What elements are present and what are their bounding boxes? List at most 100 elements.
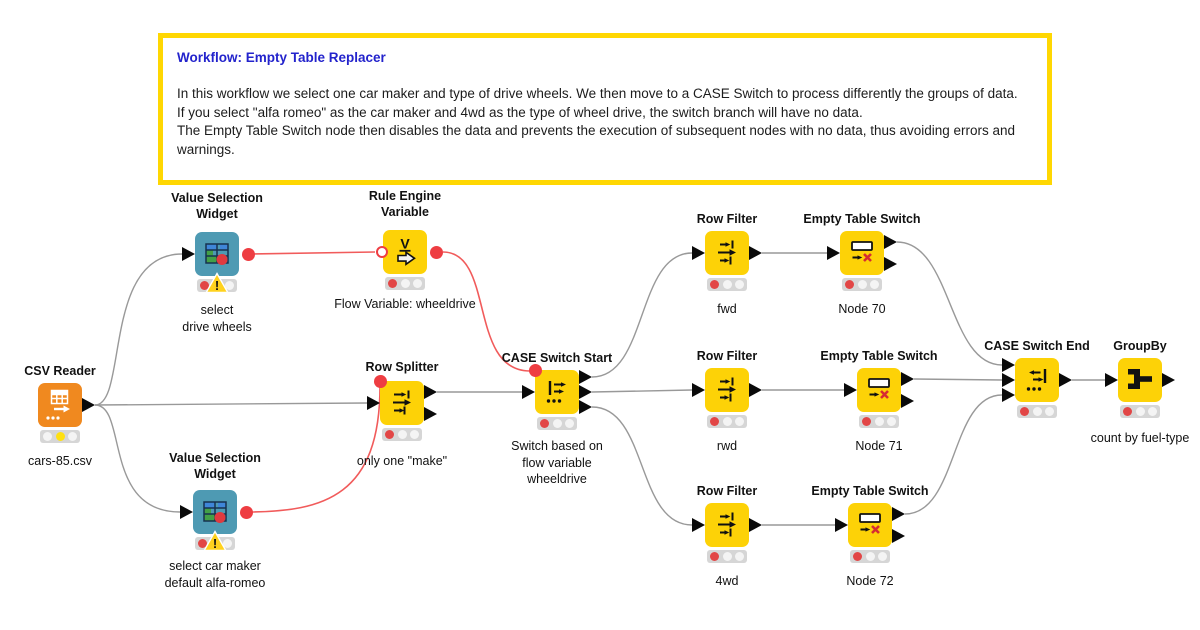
node-title: Row Filter: [696, 484, 758, 498]
output-port[interactable]: [1162, 373, 1175, 387]
flow-variable-output-port[interactable]: [240, 505, 253, 519]
output-port-case-0[interactable]: [579, 370, 592, 384]
input-port[interactable]: [844, 383, 857, 397]
output-port-active[interactable]: [901, 372, 914, 386]
flow-variable-output-port[interactable]: [242, 247, 255, 261]
row-filter-icon[interactable]: [705, 368, 749, 412]
rule-engine-variable-icon[interactable]: V: [383, 230, 427, 274]
flow-variable-input-port[interactable]: [374, 375, 387, 388]
row-filter-icon[interactable]: [705, 503, 749, 547]
fv-connection-vsw-bottom-to-splitter[interactable]: [246, 385, 381, 513]
output-port-active[interactable]: [884, 235, 897, 249]
row-filter-icon[interactable]: [705, 231, 749, 275]
input-port[interactable]: [522, 385, 535, 399]
input-port-case-1[interactable]: [1002, 373, 1015, 387]
node-label: select car maker default alfa-romeo: [164, 559, 266, 590]
input-port[interactable]: [827, 246, 840, 260]
node-rule-engine-variable[interactable]: Rule Engine Variable V Flow Variable: wh…: [334, 189, 476, 311]
node-empty-table-switch-72[interactable]: Empty Table Switch Node 72: [811, 484, 928, 588]
input-port[interactable]: [182, 247, 195, 261]
node-row-filter-fwd[interactable]: Row Filter fwd: [692, 212, 762, 316]
input-port[interactable]: [835, 518, 848, 532]
empty-table-x-icon: [859, 513, 881, 534]
svg-text:!: !: [213, 536, 217, 551]
row-splitter-icon[interactable]: [380, 381, 424, 425]
node-row-filter-4wd[interactable]: Row Filter 4wd: [692, 484, 762, 588]
output-port-case-1[interactable]: [579, 385, 592, 399]
node-empty-table-switch-71[interactable]: Empty Table Switch Node 71: [820, 349, 937, 453]
node-title: Value Selection Widget: [171, 191, 263, 221]
node-row-splitter[interactable]: Row Splitter only one "make": [357, 360, 447, 468]
input-port[interactable]: [692, 383, 705, 397]
node-row-filter-rwd[interactable]: Row Filter rwd: [692, 349, 762, 453]
output-port-inactive[interactable]: [884, 257, 897, 271]
node-value-selection-widget-top[interactable]: Value Selection Widget !: [171, 191, 263, 334]
connection-csv-to-vsw-top[interactable]: [94, 253, 183, 406]
status-traffic-light: [859, 415, 899, 428]
output-port[interactable]: [749, 383, 762, 397]
input-port[interactable]: [1105, 373, 1118, 387]
flow-variable-input-port[interactable]: [529, 364, 542, 377]
connection-case-start-to-rf-4wd[interactable]: [591, 406, 693, 526]
node-title: Row Filter: [696, 349, 758, 363]
workflow-annotation: Workflow: Empty Table Replacer In this w…: [158, 33, 1052, 185]
node-case-switch-start[interactable]: CASE Switch Start Switch based on flow v…: [502, 351, 612, 486]
node-title: CASE Switch Start: [501, 351, 613, 365]
connection-ets71-to-case-end[interactable]: [913, 378, 1003, 381]
case-switch-end-icon[interactable]: [1015, 358, 1059, 402]
connection-csv-to-row-splitter[interactable]: [94, 402, 368, 406]
case-switch-start-icon[interactable]: [535, 370, 579, 414]
empty-table-switch-icon[interactable]: [840, 231, 884, 275]
input-port[interactable]: [180, 505, 193, 519]
status-traffic-light: [842, 278, 882, 291]
output-port-active[interactable]: [892, 507, 905, 521]
value-selection-widget-icon[interactable]: [193, 490, 237, 534]
connection-ets72-to-case-end[interactable]: [904, 394, 1003, 515]
fv-connection-vsw-top-to-rev[interactable]: [248, 251, 376, 255]
output-port[interactable]: [1059, 373, 1072, 387]
node-csv-reader[interactable]: CSV Reader cars-85.csv: [24, 364, 96, 468]
table-file-icon: [46, 389, 70, 420]
svg-text:V: V: [400, 236, 410, 252]
output-port[interactable]: [749, 246, 762, 260]
groupby-icon[interactable]: [1118, 358, 1162, 402]
flow-variable-input-port[interactable]: [376, 245, 388, 258]
connection-csv-to-vsw-bottom[interactable]: [94, 404, 181, 513]
input-port[interactable]: [367, 396, 380, 410]
connection-case-start-to-rf-fwd[interactable]: [591, 252, 693, 378]
output-port-inactive[interactable]: [901, 394, 914, 408]
status-traffic-light: [707, 415, 747, 428]
output-port-inactive[interactable]: [892, 529, 905, 543]
node-empty-table-switch-70[interactable]: Empty Table Switch Node 70: [803, 212, 920, 316]
node-label: Node 71: [855, 439, 903, 453]
svg-text:!: !: [215, 278, 219, 293]
empty-table-switch-icon[interactable]: [857, 368, 901, 412]
output-port-matches[interactable]: [424, 385, 437, 399]
node-case-switch-end[interactable]: CASE Switch End: [984, 339, 1090, 418]
output-port[interactable]: [82, 398, 95, 412]
flow-variable-output-port[interactable]: [430, 245, 443, 259]
filter-arrows-icon: [718, 512, 736, 537]
node-groupby[interactable]: GroupBy count by fuel-type: [1091, 339, 1190, 445]
output-port-case-2[interactable]: [579, 400, 592, 414]
input-port[interactable]: [692, 246, 705, 260]
value-selection-widget-icon[interactable]: [195, 232, 239, 276]
input-port-case-0[interactable]: [1002, 358, 1015, 372]
empty-table-switch-icon[interactable]: [848, 503, 892, 547]
csv-reader-icon[interactable]: [38, 383, 82, 427]
node-label: 4wd: [715, 574, 739, 588]
node-value-selection-widget-bottom[interactable]: Value Selection Widget !: [165, 451, 266, 590]
input-port-case-2[interactable]: [1002, 388, 1015, 402]
status-traffic-light: [40, 430, 80, 443]
fv-connection-rev-to-case-start[interactable]: [442, 251, 531, 372]
output-port-non-matches[interactable]: [424, 407, 437, 421]
node-label: Node 70: [838, 302, 886, 316]
output-port[interactable]: [749, 518, 762, 532]
annotation-body: In this workflow we select one car maker…: [177, 86, 1018, 157]
input-port[interactable]: [692, 518, 705, 532]
connection-ets70-to-case-end[interactable]: [896, 241, 1003, 366]
connection-case-start-to-rf-rwd[interactable]: [591, 389, 693, 393]
annotation-title: Workflow: Empty Table Replacer: [177, 50, 386, 65]
status-traffic-light: [707, 550, 747, 563]
